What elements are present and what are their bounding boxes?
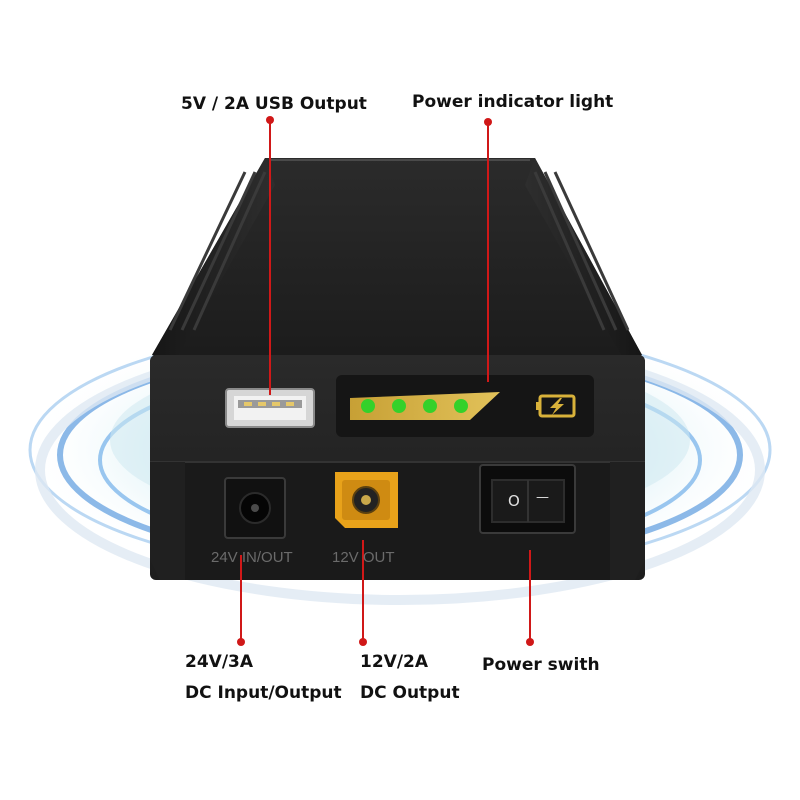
usb-port <box>225 388 315 428</box>
switch-on-glyph: — <box>536 490 549 505</box>
callout-dc-out-spec: 12V/2A <box>360 652 429 672</box>
led-2 <box>392 399 406 413</box>
callout-lines <box>237 116 534 646</box>
led-3 <box>423 399 437 413</box>
switch-off-glyph: O <box>508 492 520 510</box>
dc-barrel-port-24v <box>224 477 286 539</box>
power-indicator-panel <box>336 375 594 437</box>
led-4 <box>454 399 468 413</box>
power-rocker-switch <box>479 464 576 534</box>
battery-charging-icon <box>536 394 576 418</box>
xt-connector-12v <box>335 472 398 528</box>
callout-usb-output: 5V / 2A USB Output <box>181 94 367 114</box>
callout-dc-out-desc: DC Output <box>360 683 460 703</box>
port-12v-marking: 12V OUT <box>332 549 395 566</box>
led-1 <box>361 399 375 413</box>
port-24v-marking: 24V IN/OUT <box>211 549 293 566</box>
callout-dc-in-out-spec: 24V/3A <box>185 652 254 672</box>
callout-power-switch: Power swith <box>482 655 600 675</box>
callout-power-indicator: Power indicator light <box>412 92 614 112</box>
callout-dc-in-out-desc: DC Input/Output <box>185 683 342 703</box>
